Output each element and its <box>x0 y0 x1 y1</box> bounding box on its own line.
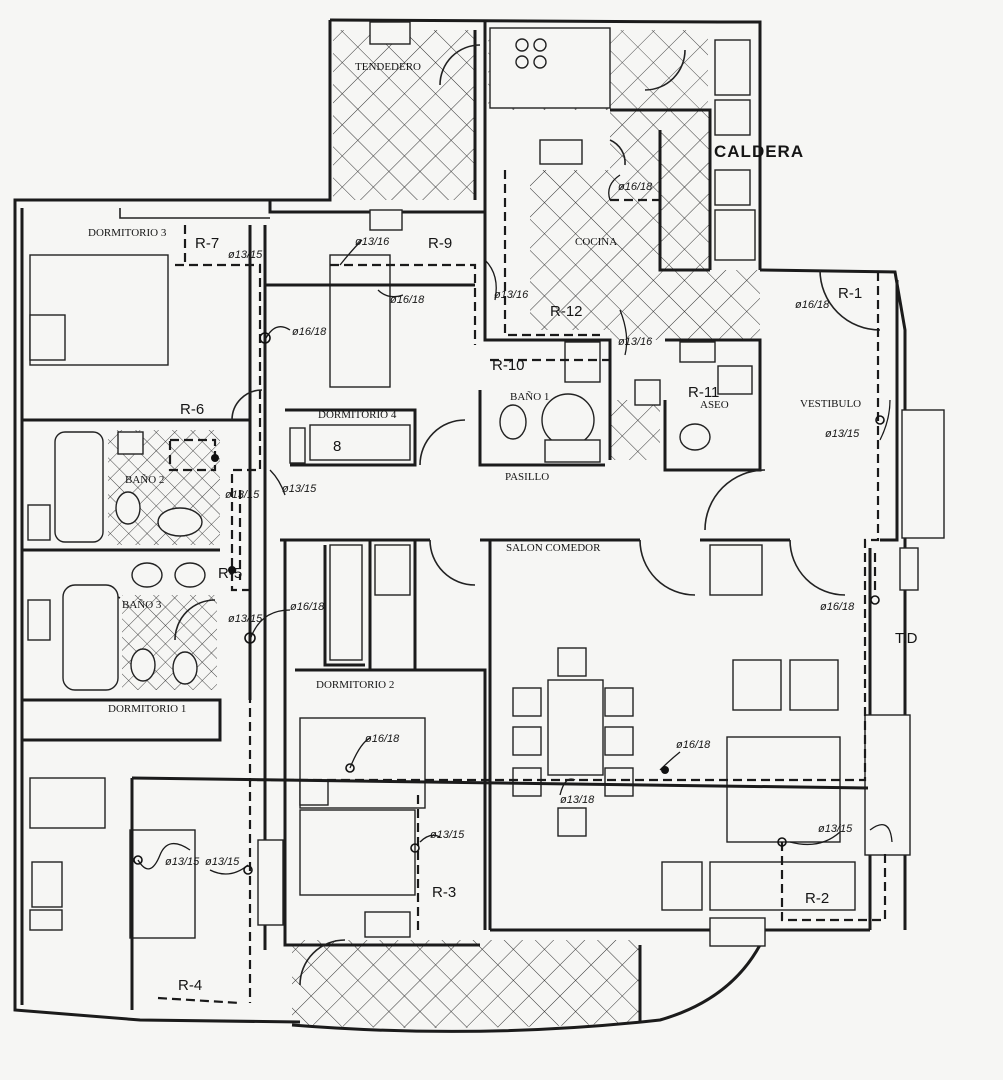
label-pasillo: PASILLO <box>505 471 549 483</box>
dia-dorm1a: ø13/15 <box>165 856 200 868</box>
circuit-r11: R-11 <box>688 384 719 401</box>
dia-vestibulo: ø13/15 <box>825 428 860 440</box>
label-aseo: ASEO <box>700 399 729 411</box>
dia-r3: ø13/15 <box>430 829 465 841</box>
interior-walls <box>22 20 872 950</box>
dia-dorm2: ø16/18 <box>365 733 400 745</box>
label-vestibulo: VESTIBULO <box>800 398 861 410</box>
door-swings <box>79 44 881 986</box>
label-cocina: COCINA <box>575 236 617 248</box>
label-bano-2: BAÑO 2 <box>125 474 164 486</box>
circuit-labels: R-1 R-2 R-3 R-4 R-5 R-6 R-7 8 R-9 R-10 R… <box>178 235 862 994</box>
terrace-floor <box>292 940 640 1028</box>
label-salon-comedor: SALON COMEDOR <box>506 542 601 554</box>
label-dormitorio-2: DORMITORIO 2 <box>316 679 394 691</box>
label-caldera: CALDERA <box>714 142 804 161</box>
dia-bano1: ø13/16 <box>618 336 653 348</box>
circuit-r7: R-7 <box>195 235 219 252</box>
label-dormitorio-3: DORMITORIO 3 <box>88 227 167 239</box>
label-bano-3: BAÑO 3 <box>122 599 162 611</box>
dia-salon-center: ø13/18 <box>560 794 595 806</box>
circuit-r2: R-2 <box>805 890 829 907</box>
supply-lines <box>130 174 893 1010</box>
dia-salon: ø16/18 <box>676 739 711 751</box>
label-td: T.D <box>895 630 918 647</box>
dia-r1: ø16/18 <box>795 299 830 311</box>
label-dormitorio-4: DORMITORIO 4 <box>318 409 397 421</box>
dia-r9: ø13/16 <box>355 236 390 248</box>
dia-d4: ø16/18 <box>390 294 425 306</box>
dia-bano3: ø13/15 <box>228 613 263 625</box>
circuit-r4: R-4 <box>178 977 202 994</box>
room-labels: TENDEDERO CALDERA COCINA DORMITORIO 3 DO… <box>88 61 918 715</box>
dia-r7: ø13/15 <box>228 249 263 261</box>
outer-walls <box>13 18 907 1033</box>
circuit-r12: R-12 <box>550 303 583 320</box>
label-dormitorio-1: DORMITORIO 1 <box>108 703 186 715</box>
dia-salon-right: ø16/18 <box>820 601 855 613</box>
label-bano-1: BAÑO 1 <box>510 391 549 403</box>
fixtures <box>27 21 945 947</box>
label-tendedero: TENDEDERO <box>355 61 421 73</box>
dia-r8: ø13/15 <box>282 483 317 495</box>
diameter-labels: ø13/15 ø13/16 ø16/18 ø16/18 ø13/16 ø16/1… <box>165 181 860 868</box>
circuit-r1: R-1 <box>838 285 862 302</box>
dia-bano2: ø13/15 <box>225 489 260 501</box>
dia-r5: ø16/18 <box>290 601 325 613</box>
circuit-r9: R-9 <box>428 235 452 252</box>
dia-cocina: ø16/18 <box>618 181 653 193</box>
dia-r12a: ø13/16 <box>494 289 529 301</box>
circuit-r6: R-6 <box>180 401 204 418</box>
dia-r6: ø16/18 <box>292 326 327 338</box>
circuit-r10: R-10 <box>492 357 525 374</box>
cocina-floor <box>530 110 760 460</box>
dia-r2: ø13/15 <box>818 823 853 835</box>
circuit-r8: 8 <box>333 438 341 455</box>
circuit-r5: R-5 <box>218 565 242 582</box>
pipe-routes <box>157 135 887 1005</box>
circuit-r3: R-3 <box>432 884 456 901</box>
dia-dorm1b: ø13/15 <box>205 856 240 868</box>
tendedero-floor <box>333 30 475 200</box>
